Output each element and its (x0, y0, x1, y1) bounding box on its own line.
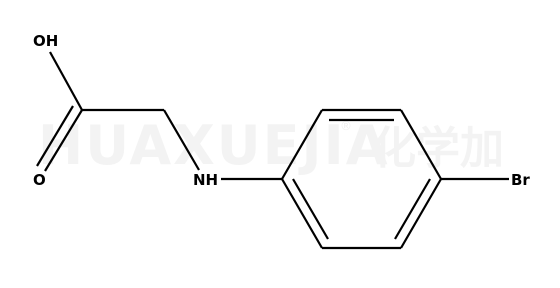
watermark-cjk: 化学加 (372, 123, 504, 174)
ring-bond-6 (281, 178, 323, 249)
bonds (36, 51, 509, 250)
bond-c-o-double-a (44, 109, 83, 172)
bond-ch2-nh (163, 109, 200, 171)
atom-label-br: Br (511, 171, 530, 189)
watermark-latin: HUAXUEJIA (38, 114, 390, 177)
watermark-registered-mark: ® (340, 119, 352, 133)
ring-bond-3 (400, 109, 442, 180)
ring-inner-bond-right (394, 178, 431, 240)
ring-bond-4 (400, 178, 442, 249)
atom-label-nh: NH (193, 171, 218, 189)
atom-labels: OH O NH Br (33, 32, 530, 189)
bond-c-o-double-b (36, 105, 74, 167)
watermark: HUAXUEJIA ® 化学加 (38, 114, 504, 177)
atom-label-oh: OH (33, 32, 58, 50)
atom-label-o: O (33, 171, 46, 189)
ring-inner-bond-left (292, 178, 329, 240)
ring-bond-1 (281, 109, 323, 180)
bond-oh-c (49, 51, 83, 111)
